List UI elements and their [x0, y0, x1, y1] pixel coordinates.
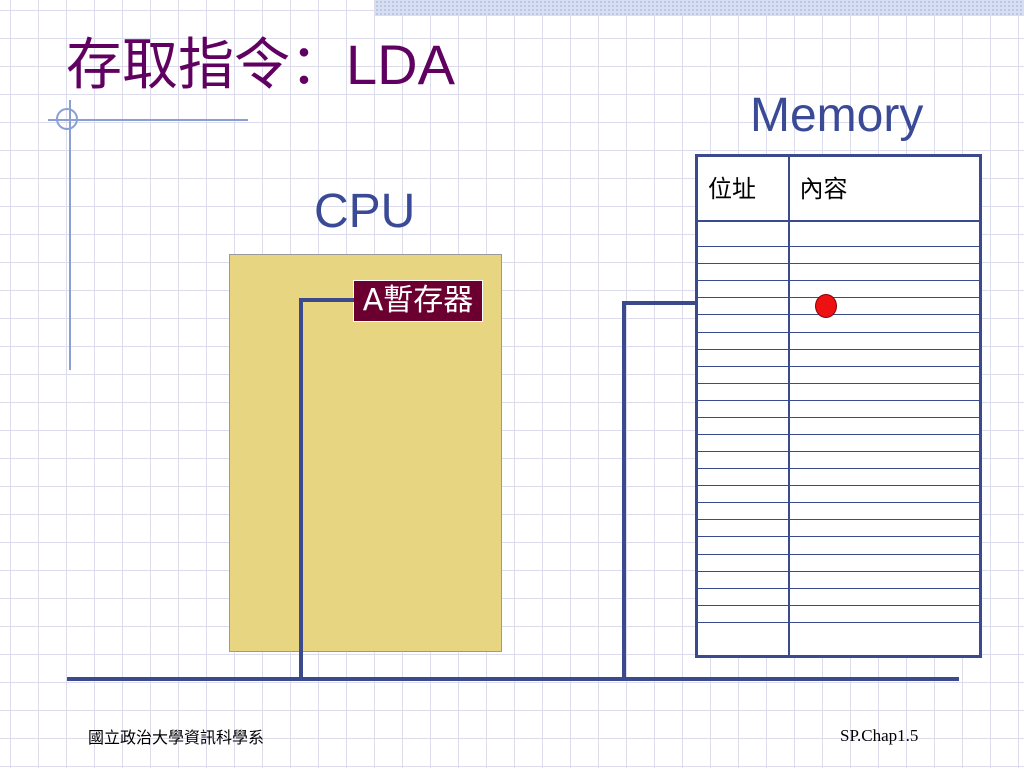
memory-row — [695, 382, 982, 401]
corner-decoration-ring — [56, 108, 78, 130]
memory-address-cell — [695, 263, 790, 282]
memory-row — [695, 365, 982, 384]
register-wire-vertical — [299, 298, 303, 680]
memory-table: 位址 內容 — [695, 154, 982, 658]
memory-content-cell — [787, 280, 982, 299]
memory-address-cell — [695, 280, 790, 299]
memory-row — [695, 433, 982, 453]
memory-address-cell — [695, 621, 790, 658]
top-decorative-band — [375, 0, 1024, 16]
memory-label: Memory — [750, 89, 924, 142]
memory-row — [695, 604, 982, 623]
memory-address-cell — [695, 365, 790, 384]
memory-address-cell — [695, 485, 790, 504]
memory-address-cell — [695, 382, 790, 401]
register-wire-horizontal — [299, 298, 354, 302]
memory-content-cell — [787, 604, 982, 623]
memory-address-cell — [695, 331, 790, 350]
memory-address-cell — [695, 246, 790, 265]
corner-decoration-horizontal — [48, 119, 248, 121]
memory-content-cell — [787, 587, 982, 606]
memory-row — [695, 553, 982, 572]
memory-content-cell — [787, 519, 982, 538]
title-instruction: LDA — [346, 33, 455, 96]
memory-address-cell — [695, 399, 790, 418]
memory-wire-vertical — [622, 301, 626, 680]
memory-address-cell — [695, 519, 790, 538]
memory-row — [695, 280, 982, 299]
memory-address-cell — [695, 433, 790, 453]
memory-row — [695, 399, 982, 418]
memory-row — [695, 451, 982, 470]
memory-content-cell — [787, 348, 982, 367]
memory-address-cell — [695, 536, 790, 555]
memory-row — [695, 468, 982, 487]
a-register: A暫存器 — [353, 280, 483, 322]
memory-header-row: 位址 內容 — [695, 155, 982, 222]
memory-rows — [695, 220, 982, 658]
memory-row — [695, 570, 982, 589]
memory-row — [695, 220, 982, 248]
memory-content-cell — [787, 451, 982, 470]
memory-address-cell — [695, 502, 790, 521]
system-bus — [67, 677, 959, 681]
memory-address-cell — [695, 220, 790, 248]
memory-row — [695, 536, 982, 555]
memory-row — [695, 587, 982, 606]
memory-row — [695, 314, 982, 333]
memory-address-cell — [695, 348, 790, 367]
memory-address-cell — [695, 451, 790, 470]
cpu-label: CPU — [314, 185, 416, 238]
memory-address-cell — [695, 553, 790, 572]
footer-department: 國立政治大學資訊科學系 — [88, 728, 265, 747]
memory-content-cell — [787, 468, 982, 487]
memory-content-cell — [787, 570, 982, 589]
memory-address-cell — [695, 416, 790, 435]
memory-content-cell — [787, 621, 982, 658]
memory-content-cell — [787, 433, 982, 453]
memory-content-cell — [787, 314, 982, 333]
memory-content-cell — [787, 485, 982, 504]
memory-address-cell — [695, 297, 790, 316]
memory-content-cell — [787, 365, 982, 384]
memory-row — [695, 621, 982, 658]
memory-address-cell — [695, 587, 790, 606]
address-header: 位址 — [695, 155, 790, 222]
corner-decoration-vertical — [69, 100, 71, 370]
memory-content-cell — [787, 331, 982, 350]
memory-row — [695, 519, 982, 538]
memory-address-cell — [695, 604, 790, 623]
memory-address-cell — [695, 468, 790, 487]
memory-content-cell — [787, 553, 982, 572]
memory-row — [695, 416, 982, 435]
memory-content-cell — [787, 502, 982, 521]
memory-row — [695, 502, 982, 521]
memory-row — [695, 348, 982, 367]
memory-row — [695, 331, 982, 350]
memory-wire-horizontal — [622, 301, 708, 305]
memory-content-cell — [787, 220, 982, 248]
memory-content-cell — [787, 246, 982, 265]
slide-title: 存取指令：LDA — [66, 30, 455, 101]
footer-page-id: SP.Chap1.5 — [840, 726, 919, 745]
memory-content-cell — [787, 399, 982, 418]
memory-content-cell — [787, 263, 982, 282]
memory-content-cell — [787, 382, 982, 401]
title-prefix: 存取指令： — [66, 33, 346, 98]
memory-row — [695, 297, 982, 316]
memory-content-cell — [787, 416, 982, 435]
memory-row — [695, 263, 982, 282]
memory-content-cell — [787, 536, 982, 555]
memory-data-marker — [815, 294, 837, 318]
memory-address-cell — [695, 314, 790, 333]
memory-row — [695, 485, 982, 504]
content-header: 內容 — [787, 155, 982, 222]
memory-row — [695, 246, 982, 265]
memory-address-cell — [695, 570, 790, 589]
